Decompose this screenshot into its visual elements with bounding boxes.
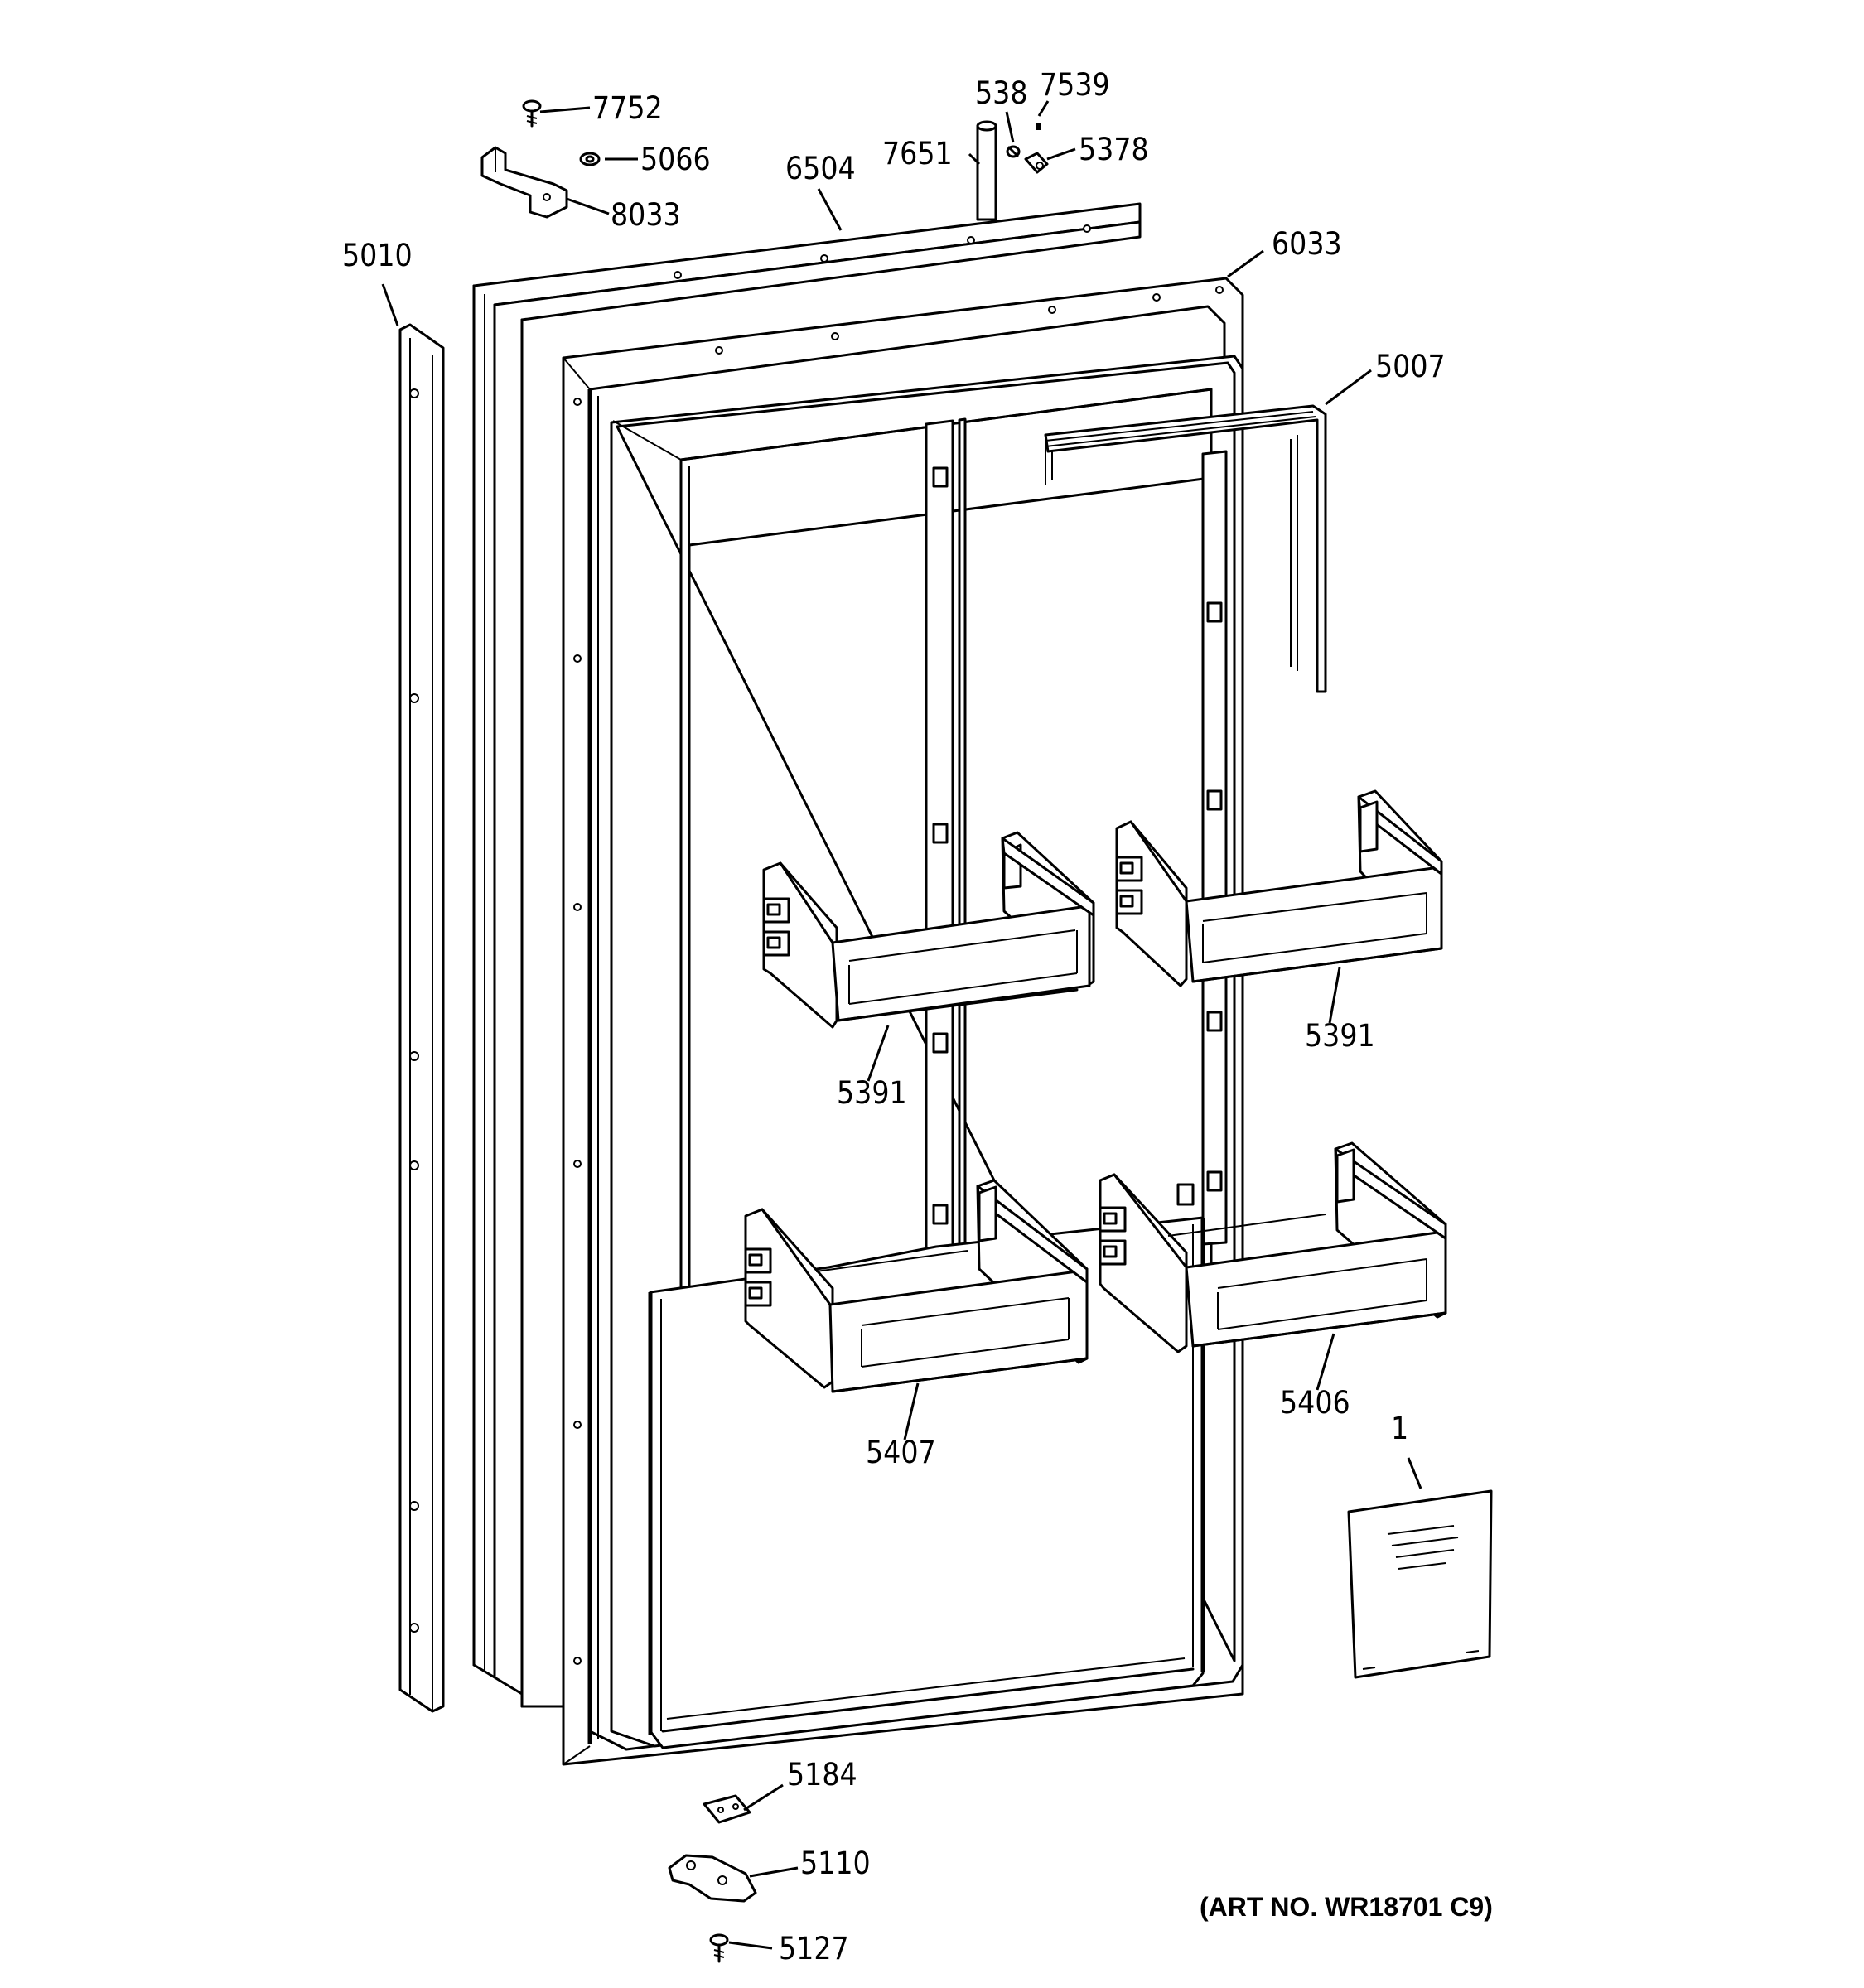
label-1: 1	[1391, 1411, 1408, 1446]
label-7651: 7651	[882, 136, 953, 171]
hinge-bushing-part-5066	[579, 152, 601, 166]
label-5127: 5127	[779, 1931, 849, 1966]
art-number: (ART NO. WR18701 C9)	[1200, 1892, 1493, 1922]
hinge-pin-rod-part-7651	[976, 120, 997, 221]
hinge-pin-part-5378	[1024, 152, 1049, 174]
cap-part-7539	[1036, 123, 1041, 130]
label-5407: 5407	[866, 1435, 936, 1470]
trim-strip-part-5010	[398, 323, 445, 1713]
label-7539: 7539	[1040, 67, 1110, 103]
label-538: 538	[975, 75, 1028, 111]
label-5066: 5066	[640, 142, 711, 177]
manual-part-1	[1347, 1489, 1493, 1679]
gasket-part-5007	[1044, 404, 1327, 693]
label-5378: 5378	[1079, 132, 1149, 167]
label-5391-left: 5391	[837, 1075, 907, 1111]
label-6033: 6033	[1272, 226, 1342, 262]
door-bin-part-5391-left	[762, 831, 1095, 1029]
part-number-labels: 7752 5066 8033 538 7539 7651 5378 6504 6…	[342, 67, 1493, 1966]
door-bin-part-5406	[1099, 1141, 1447, 1353]
door-bin-part-5391-right	[1115, 789, 1443, 987]
label-6504: 6504	[785, 151, 856, 186]
screw-part-7752	[522, 99, 542, 128]
label-5406: 5406	[1280, 1385, 1350, 1421]
leader-lines	[381, 100, 1422, 1950]
hinge-shim-part-5184	[703, 1794, 751, 1824]
label-5110: 5110	[800, 1846, 871, 1881]
label-5007: 5007	[1375, 349, 1446, 384]
label-8033: 8033	[611, 197, 681, 233]
screw-part-538	[1006, 145, 1021, 158]
label-7752: 7752	[592, 90, 663, 126]
screw-part-5127	[709, 1933, 729, 1963]
outer-door-panel-part-6504	[472, 202, 1142, 1708]
bottom-hinge-part-5110	[668, 1854, 757, 1903]
label-5184: 5184	[787, 1757, 857, 1793]
door-bin-part-5407	[744, 1179, 1089, 1393]
inner-liner-face	[610, 355, 1244, 1749]
label-5010: 5010	[342, 238, 413, 273]
hinge-bracket-part-8033	[480, 146, 568, 219]
label-5391-right: 5391	[1305, 1018, 1375, 1054]
